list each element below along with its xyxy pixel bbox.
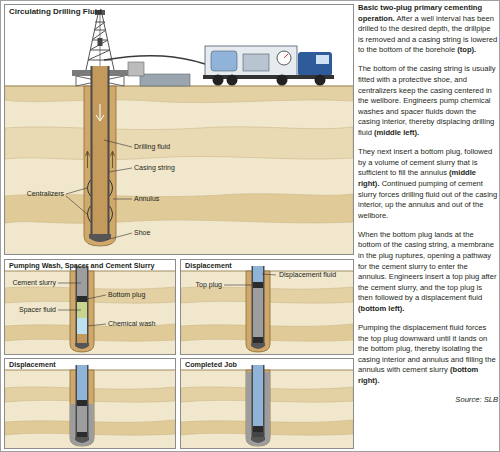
flow-arrow [86, 151, 90, 168]
panel-box: Completed Job [180, 358, 354, 449]
paragraph: Basic two-plug primary cementing operati… [358, 3, 498, 56]
callout-label: Displacement fluid [279, 271, 339, 279]
callout-label: Bottom plug [108, 291, 168, 299]
ground-stratum [5, 127, 353, 160]
casing-shoe [251, 343, 265, 349]
body-text: (top). [457, 45, 476, 54]
paragraph: They next insert a bottom plug, followed… [358, 147, 498, 221]
cement-slurry [77, 266, 87, 296]
centralizer [88, 180, 113, 222]
ground-stratum [5, 86, 353, 103]
cement-slurry [253, 288, 263, 338]
ground [181, 370, 353, 448]
pump-hose [104, 56, 205, 64]
derrick [86, 14, 114, 70]
annulus-cement [70, 404, 94, 446]
truck-wheel [227, 75, 238, 86]
callout-label: Top plug [162, 281, 222, 289]
casing-interior [92, 66, 108, 236]
mixing-tank [211, 51, 237, 71]
body-text: (middle left). [374, 128, 419, 137]
body-text: Source: SLB [455, 395, 498, 404]
panel-title: Pumping Wash, Spacer and Cement Slurry [9, 262, 171, 270]
callout-label: Spacer fluid [0, 306, 56, 314]
casing-shoe [75, 343, 89, 349]
pump-unit [243, 54, 269, 71]
callout-label: Chemical wash [108, 320, 168, 328]
paragraph: Source: SLB [358, 395, 498, 406]
casing-wall [263, 365, 265, 438]
casing-wall [91, 66, 93, 236]
panel-title: Displacement [9, 361, 171, 369]
casing-wall [87, 266, 89, 344]
flow-arrow [96, 104, 104, 121]
displacement-fluid [253, 365, 263, 426]
ground [5, 370, 175, 448]
top-plug [252, 426, 264, 432]
casing-wall [252, 365, 254, 438]
casing-wall [76, 365, 78, 438]
mud-tank [140, 74, 190, 86]
bottom-plug [76, 296, 88, 302]
casing-wall [76, 266, 78, 344]
casing-shoe [251, 437, 265, 443]
displacement-fluid [77, 365, 87, 400]
callout-label: Centralizers [4, 190, 64, 198]
pressure-gauge [277, 51, 291, 65]
callout-label: Shoe [134, 229, 194, 237]
casing-wall [108, 66, 110, 236]
panel-title: Displacement [185, 262, 349, 270]
casing-wall [263, 266, 265, 344]
drilling-fluid [77, 334, 87, 344]
text-column: Basic two-plug primary cementing operati… [358, 3, 498, 414]
cab-window [316, 55, 329, 64]
truck-wheel [315, 75, 326, 86]
panel-box: Circulating Drilling Fluid [4, 4, 354, 255]
traveling-block [98, 38, 103, 46]
callout-label: Cement slurry [0, 279, 56, 287]
ground-stratum [5, 194, 353, 224]
top-plug [76, 400, 88, 406]
chemical-wash [77, 318, 87, 334]
dog-house [128, 62, 144, 76]
casing-shoe [89, 234, 111, 242]
callout-label: Annulus [134, 195, 194, 203]
panel-title: Completed Job [185, 361, 349, 369]
body-text: (bottom left). [358, 304, 404, 313]
cement-slurry [77, 406, 87, 432]
panel-box: Displacement [4, 358, 176, 449]
casing-wall [87, 365, 89, 438]
callout-label: Casing string [134, 164, 194, 172]
paragraph: When the bottom plug lands at the bottom… [358, 230, 498, 315]
pump-trailer [205, 46, 297, 76]
leader-line [66, 140, 132, 240]
casing-shoe [75, 437, 89, 443]
callout-label: Drilling fluid [134, 143, 194, 151]
body-text: When the bottom plug lands at the bottom… [358, 230, 496, 303]
body-text: The bottom of the casing string is usual… [358, 64, 496, 137]
ground [5, 86, 353, 254]
paragraph: Pumping the displacement fluid forces th… [358, 323, 498, 387]
truck-wheel [213, 75, 224, 86]
panel-title: Circulating Drilling Fluid [9, 7, 349, 16]
leader-line [224, 274, 276, 285]
leader-line [58, 283, 106, 326]
wellbore [246, 271, 270, 352]
paragraph: The bottom of the casing string is usual… [358, 64, 498, 138]
flow-arrow [111, 151, 115, 168]
casing-wall [252, 266, 254, 344]
gauge-needle [284, 54, 288, 58]
bottom-plug [252, 337, 264, 343]
displacement-fluid [253, 266, 263, 282]
truck-wheel [277, 75, 288, 86]
truck-cab [298, 52, 332, 76]
